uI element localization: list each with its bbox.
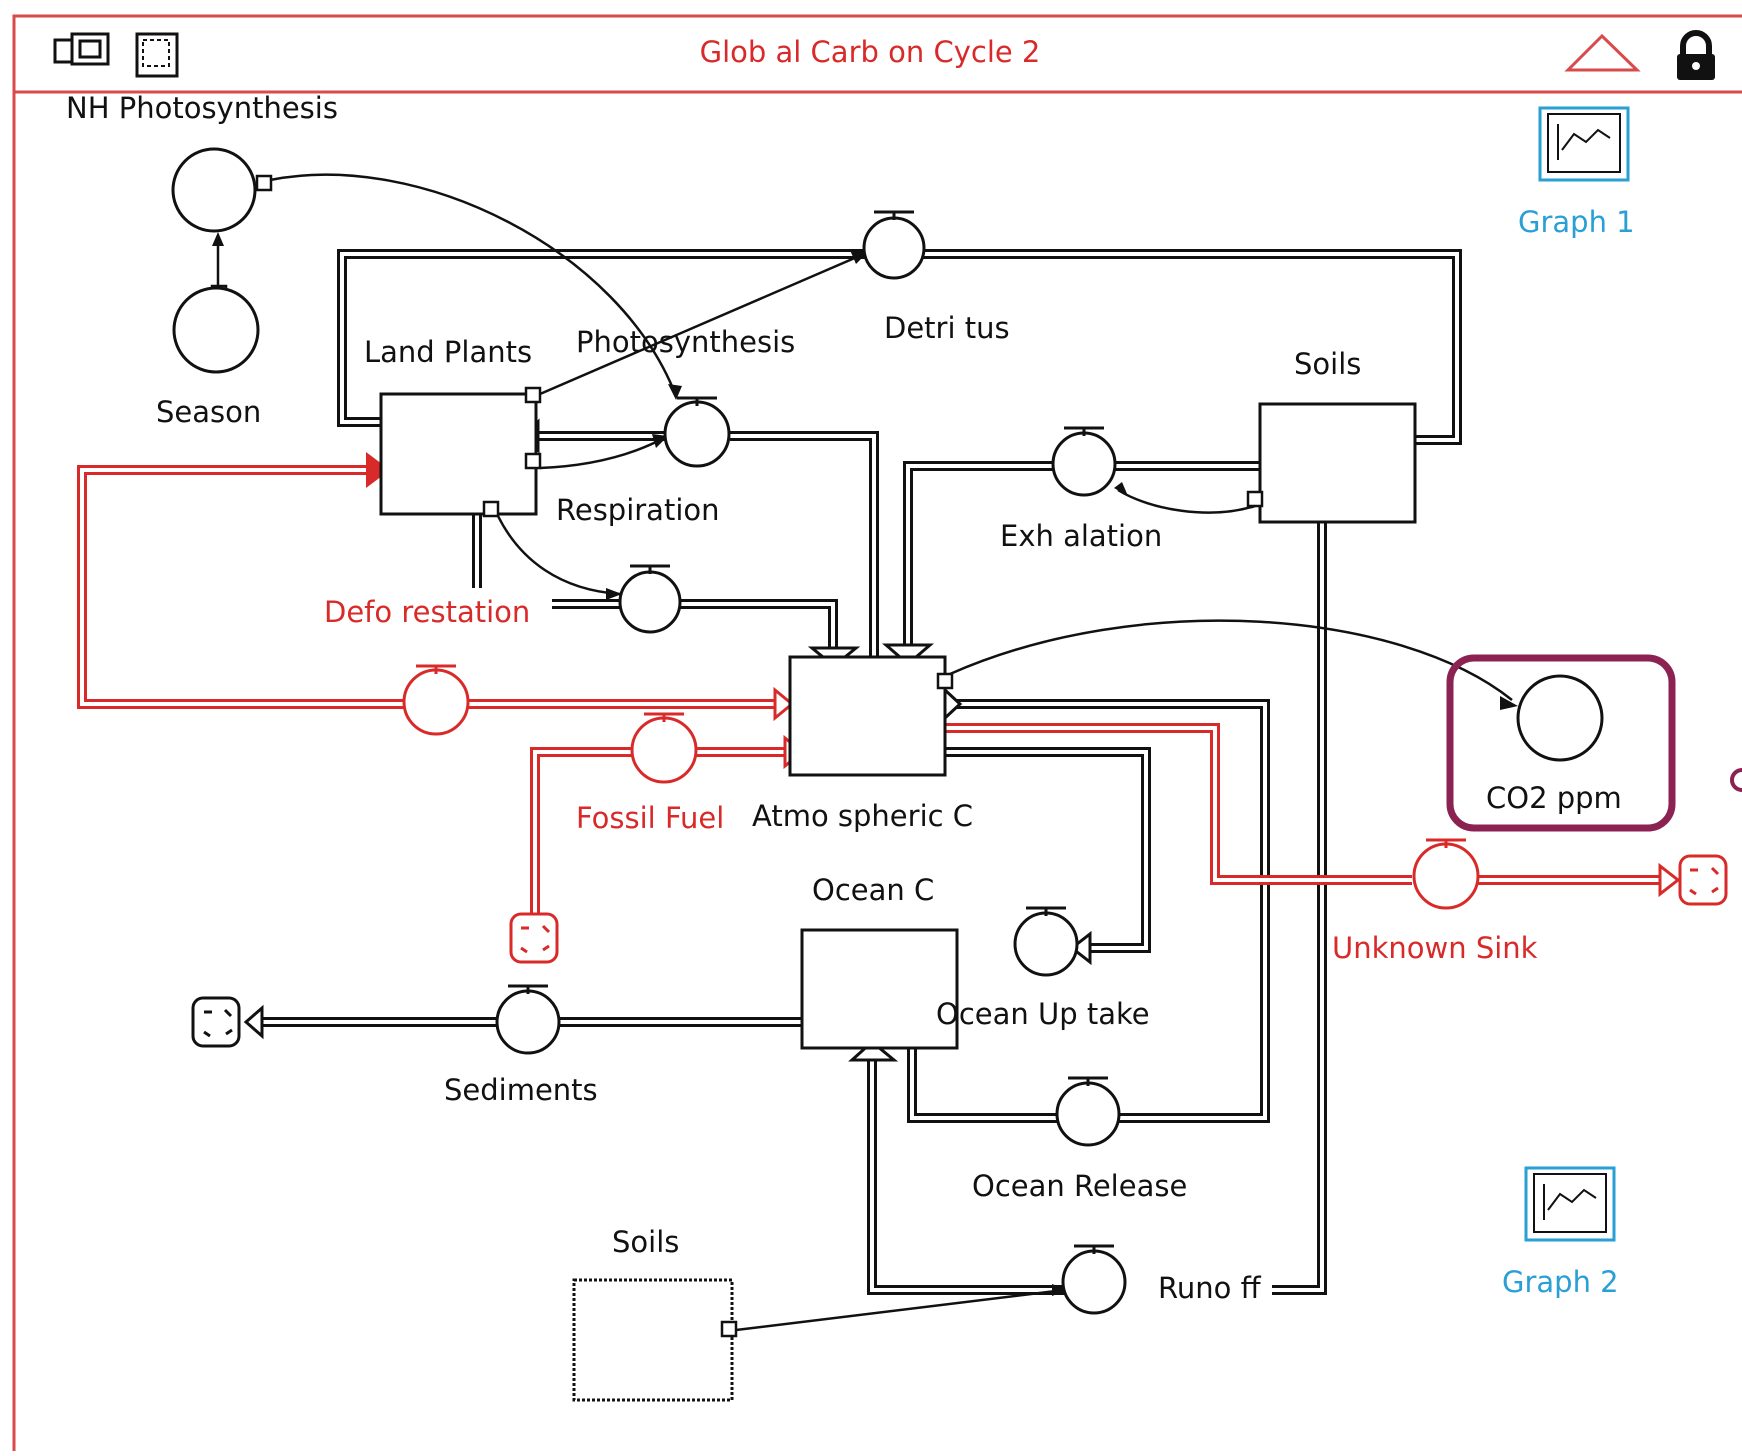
stock-land-plants[interactable]: [379, 392, 538, 516]
converter-season[interactable]: [172, 286, 260, 374]
label-graph-2: Graph 2: [1502, 1265, 1619, 1299]
cloud-sink-sediments: [191, 996, 241, 1048]
label-runoff: Runo ff: [1158, 1271, 1262, 1305]
label-unknown-sink: Unknown Sink: [1332, 931, 1538, 965]
label-deforestation: Defo restation: [324, 595, 530, 629]
label-photosynthesis: Photosynthesis: [576, 325, 795, 359]
highlight-box: [1446, 654, 1676, 832]
red-flow-valves[interactable]: [402, 664, 1480, 910]
collapse-triangle-icon[interactable]: [1564, 33, 1641, 72]
label-ocean-release: Ocean Release: [972, 1169, 1187, 1203]
flow-valves[interactable]: [495, 210, 1127, 1315]
stock-soils-ghost[interactable]: [572, 1278, 734, 1402]
lock-icon[interactable]: [1677, 30, 1715, 80]
graph-2-icon[interactable]: [1524, 1166, 1616, 1242]
stock-ocean-c[interactable]: [800, 928, 959, 1050]
label-graph-1: Graph 1: [1518, 205, 1635, 239]
selection-icon[interactable]: [135, 32, 179, 78]
cloud-sink-unknown: [1678, 854, 1728, 906]
label-land-plants: Land Plants: [364, 335, 532, 369]
label-atmospheric-c: Atmo spheric C: [752, 799, 973, 833]
cloud-source-fossil-fuel: [509, 912, 559, 964]
co2-ppm-converter[interactable]: [1516, 674, 1604, 762]
converter-nh-photosynthesis[interactable]: [171, 147, 257, 233]
window-frame: [12, 14, 1742, 1456]
label-ocean-uptake: Ocean Up take: [936, 997, 1150, 1031]
stock-atmospheric-c[interactable]: [788, 655, 947, 777]
label-ocean-c: Ocean C: [812, 873, 934, 907]
filled-arrowhead: [366, 452, 390, 488]
label-nh-photosynthesis: NH Photosynthesis: [66, 91, 338, 125]
label-detritus: Detri tus: [884, 311, 1010, 345]
label-soils: Soils: [1294, 347, 1361, 381]
label-fossil-fuel: Fossil Fuel: [576, 801, 724, 835]
stock-soils[interactable]: [1258, 402, 1417, 524]
label-sediments: Sediments: [444, 1073, 598, 1107]
highlight-edge-mark: [1730, 768, 1742, 792]
label-respiration: Respiration: [556, 493, 720, 527]
window-title: Glob al Carb on Cycle 2: [700, 35, 1041, 69]
label-co2-ppm: CO2 ppm: [1486, 781, 1622, 815]
label-exhalation: Exh alation: [1000, 519, 1162, 553]
label-season: Season: [156, 395, 261, 429]
label-soils-ghost: Soils: [612, 1225, 679, 1259]
graph-1-icon[interactable]: [1538, 106, 1630, 182]
window-stack-icon[interactable]: [53, 32, 110, 66]
